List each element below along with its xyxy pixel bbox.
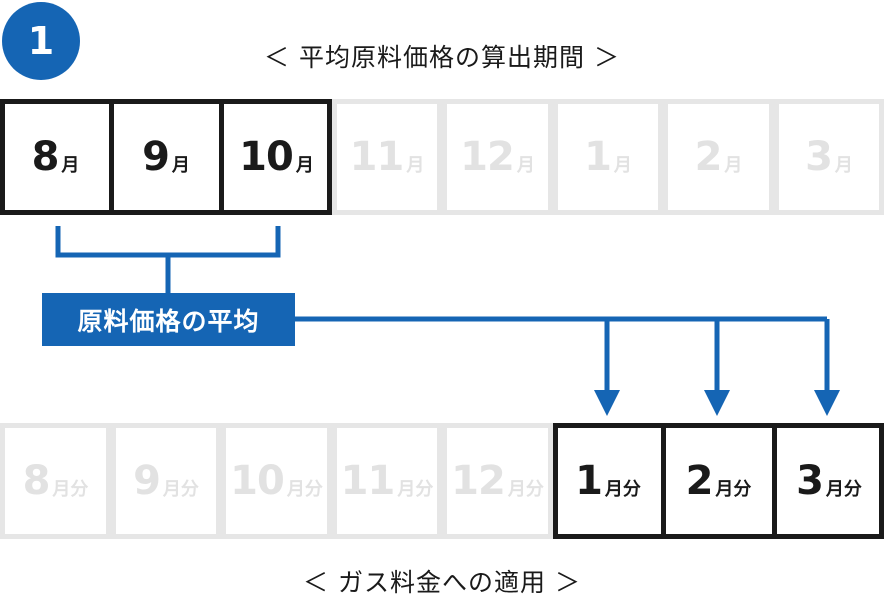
month-number: 8	[31, 134, 60, 180]
billing-month-number: 8	[22, 458, 51, 504]
calculation-period-title: ＜ 平均原料価格の算出期間 ＞	[264, 43, 620, 72]
billing-month-number: 11	[340, 458, 396, 504]
billing-month-number: 2	[685, 458, 714, 504]
billing-month-unit: 月分	[52, 479, 89, 500]
month-number: 1	[584, 134, 612, 180]
billing-month-unit: 月分	[715, 479, 752, 500]
month-unit: 月	[295, 155, 314, 176]
month-number: 9	[142, 134, 170, 180]
month-unit: 月	[61, 155, 80, 176]
month-unit: 月	[171, 155, 190, 176]
billing-month-unit: 月分	[825, 479, 862, 500]
month-unit: 月	[724, 155, 743, 176]
month-unit: 月	[406, 155, 425, 176]
month-number: 10	[239, 134, 294, 180]
month-number: 2	[694, 134, 723, 180]
month-unit: 月	[834, 155, 853, 176]
month-number: 3	[805, 134, 833, 180]
billing-month-number: 12	[451, 458, 506, 504]
month-unit: 月	[613, 155, 632, 176]
billing-month-unit: 月分	[286, 479, 323, 500]
billing-month-unit: 月分	[604, 479, 641, 500]
connector-lines	[55, 226, 840, 416]
step-number: 1	[27, 19, 55, 63]
bracket-line	[55, 226, 281, 258]
step-number-badge: 1	[2, 2, 80, 80]
average-price-label-text: 原料価格の平均	[77, 306, 260, 336]
billing-month-unit: 月分	[397, 479, 434, 500]
billing-month-number: 3	[796, 458, 824, 504]
arrow-head-mar	[814, 390, 840, 416]
arrow-head-jan	[594, 390, 620, 416]
month-number: 12	[460, 134, 515, 180]
average-price-label: 原料価格の平均	[42, 293, 295, 346]
billing-month-unit: 月分	[162, 479, 199, 500]
billing-month-number: 1	[575, 458, 603, 504]
billing-month-unit: 月分	[507, 479, 544, 500]
billing-month-number: 9	[133, 458, 161, 504]
month-unit: 月	[516, 155, 535, 176]
gas-rate-application-title: ＜ ガス料金への適用 ＞	[303, 568, 581, 597]
month-number: 11	[349, 134, 405, 180]
billing-month-number: 10	[230, 458, 285, 504]
arrow-head-feb	[704, 390, 730, 416]
